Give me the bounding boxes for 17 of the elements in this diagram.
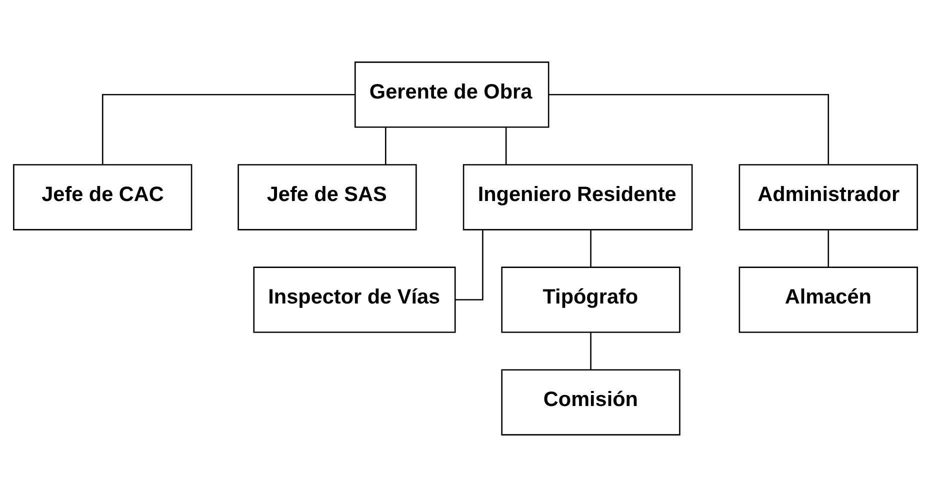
node-box: Jefe de SAS (238, 164, 417, 230)
node-box: Inspector de Vías (253, 266, 456, 333)
connector (828, 230, 830, 268)
connector (102, 94, 356, 164)
connector (590, 332, 592, 370)
node-box: Administrador (738, 164, 918, 230)
connector (456, 230, 484, 300)
node-box: Almacén (738, 266, 918, 333)
connector (385, 128, 386, 165)
node-box: Comisión (501, 369, 680, 436)
node-box: Jefe de CAC (13, 164, 192, 230)
connector (590, 230, 592, 268)
node-box: Gerente de Obra (354, 62, 550, 128)
node-box: Ingeniero Residente (462, 164, 693, 230)
connector (548, 94, 830, 164)
node-box: Tipógrafo (501, 266, 680, 333)
connector (505, 128, 507, 165)
